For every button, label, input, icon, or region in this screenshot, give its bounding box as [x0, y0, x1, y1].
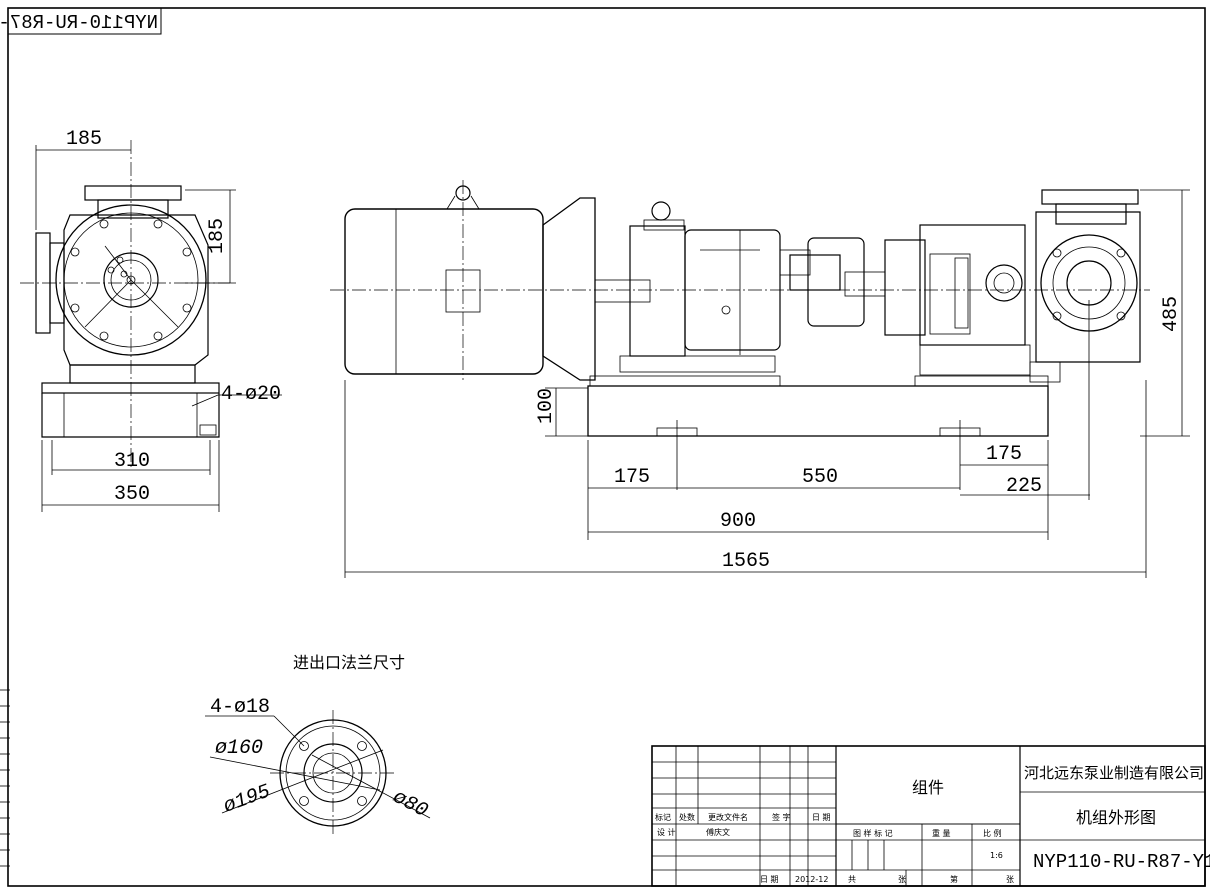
tb-date2: 日 期 [760, 875, 779, 884]
dim-right-hole: 175 [986, 443, 1022, 466]
flange-detail: 进出口法兰尺寸 4-ø18 ø160 ø195 ø80 [205, 653, 431, 836]
dim-base-length: 900 [720, 510, 756, 533]
flange-bolt-circle: ø160 [215, 737, 263, 760]
tb-drawing-code: NYP110-RU-R87-Y160M [1033, 851, 1210, 873]
end-view-dimensions: 185 185 4-ø20 310 350 [35, 128, 282, 512]
tb-total: 共 [848, 875, 856, 884]
tb-sheets: 张 [898, 875, 906, 884]
motor-body [344, 208, 544, 375]
flange-outer-diameter: ø195 [221, 781, 274, 819]
tb-ratio: 比 例 [983, 828, 1002, 838]
tb-company: 河北远东泵业制造有限公司 [1024, 764, 1204, 782]
base-frame [587, 385, 1049, 437]
dim-base-outer: 350 [114, 483, 150, 506]
tb-sheet-no: 第 [950, 874, 958, 884]
dim-total-length: 1565 [722, 550, 770, 573]
tb-sheets2: 张 [1006, 875, 1014, 884]
flange-title: 进出口法兰尺寸 [293, 653, 405, 672]
tb-date: 日 期 [812, 813, 831, 822]
dim-side-width: 185 [66, 128, 102, 151]
dim-base-height: 100 [535, 388, 558, 424]
end-view [20, 140, 230, 470]
tb-weight: 重 量 [932, 828, 951, 838]
dim-base-holes: 4-ø20 [221, 383, 281, 406]
sheet-border [7, 7, 1206, 887]
elevation-dimensions: 100 175 550 175 225 900 1565 485 [344, 189, 1190, 578]
dim-total-height: 485 [1160, 296, 1183, 332]
flange-bolt-holes: 4-ø18 [210, 696, 270, 719]
title-block: 标记 处数 更改文件名 签 字 日 期 设 计 傅庆文 日 期 2012-12 … [651, 745, 1210, 887]
tb-signature: 签 字 [772, 812, 791, 822]
drawing-code-mirrored: NYP110-RU-R87-Y160M [0, 12, 158, 34]
code-box [7, 7, 162, 35]
elevation-view [330, 180, 1150, 490]
tb-design: 设 计 [657, 827, 676, 837]
tb-change-doc: 更改文件名 [708, 812, 748, 822]
tb-mark: 标记 [655, 812, 671, 822]
tb-stage-mark: 图 样 标 记 [853, 828, 893, 838]
tb-scale: 1:6 [990, 851, 1003, 860]
dim-base-inner: 310 [114, 450, 150, 473]
dim-side-height: 185 [206, 218, 229, 254]
flange-bore: ø80 [389, 786, 432, 823]
tb-date-value: 2012-12 [795, 875, 828, 884]
tb-drawing-name: 机组外形图 [1076, 808, 1156, 827]
tb-assembly: 组件 [912, 778, 944, 797]
edge-ticks [0, 689, 10, 867]
tb-designer: 傅庆文 [706, 827, 730, 837]
dim-right-offset: 225 [1006, 475, 1042, 498]
tb-count: 处数 [679, 812, 695, 822]
dim-left-hole: 175 [614, 466, 650, 489]
dim-hole-spacing: 550 [802, 466, 838, 489]
